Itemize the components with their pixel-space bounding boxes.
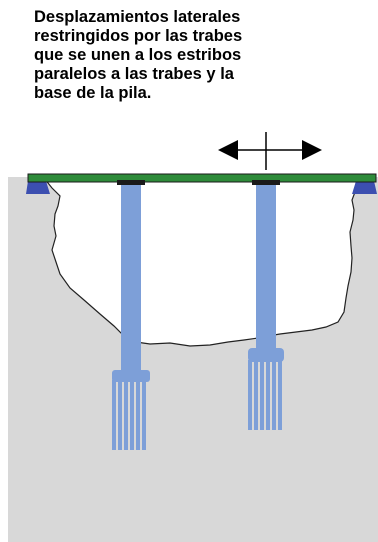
- double-headed-arrow-icon: [218, 132, 322, 170]
- caption-text: Desplazamientos laterales restringidos p…: [34, 8, 243, 102]
- right-pier: [248, 181, 284, 430]
- right-pier-cap: [252, 180, 280, 185]
- bridge-deck: [27, 173, 377, 183]
- left-pier-cap: [117, 180, 145, 185]
- left-pier: [112, 181, 150, 450]
- right-bearing: [352, 181, 377, 194]
- left-bearing: [26, 181, 50, 194]
